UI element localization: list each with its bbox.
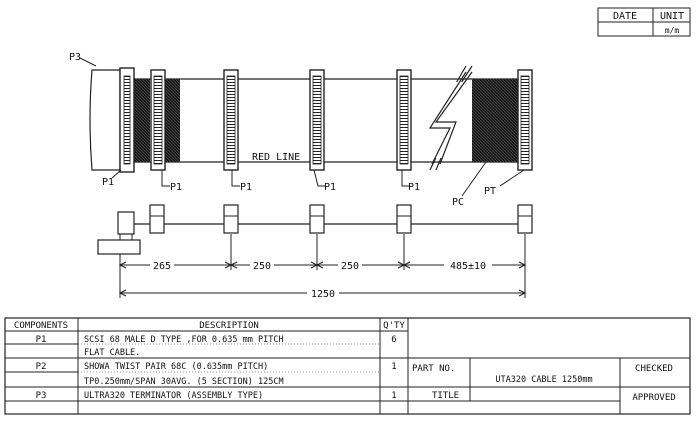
label-p1-d: P1 bbox=[324, 182, 336, 193]
header-components: COMPONENTS bbox=[14, 321, 68, 331]
connector-pt bbox=[517, 69, 533, 171]
side-view bbox=[97, 204, 533, 255]
checked-label: CHECKED bbox=[635, 364, 673, 374]
label-p1-b: P1 bbox=[170, 182, 182, 193]
twisted-section-left-2 bbox=[164, 79, 180, 162]
connector-1 bbox=[150, 69, 166, 171]
components-table bbox=[4, 317, 691, 415]
dim-250-a: 250 bbox=[253, 261, 271, 272]
twisted-section-left bbox=[134, 79, 150, 162]
header-description: DESCRIPTION bbox=[199, 321, 259, 331]
connector-2 bbox=[223, 69, 239, 171]
twisted-section-right bbox=[472, 79, 518, 162]
row-desc-line1: ULTRA320 TERMINATOR (ASSEMBLY TYPE) bbox=[84, 391, 263, 401]
label-pt: PT bbox=[484, 186, 496, 197]
title-label: TITLE bbox=[432, 391, 459, 401]
dim-total: 1250 bbox=[311, 289, 335, 300]
dim-265: 265 bbox=[153, 261, 171, 272]
connector-4 bbox=[396, 69, 412, 171]
row-qty: 1 bbox=[391, 391, 396, 401]
callout-leaders bbox=[111, 161, 525, 197]
label-p1-c: P1 bbox=[240, 182, 252, 193]
connector-3 bbox=[309, 69, 325, 171]
label-p3: P3 bbox=[69, 52, 81, 63]
break-symbol bbox=[424, 65, 473, 171]
row-component: P3 bbox=[36, 391, 47, 401]
row-component: P2 bbox=[36, 362, 47, 372]
row-component: P1 bbox=[36, 335, 47, 345]
row-desc-line1: SCSI 68 MALE D TYPE ,FOR 0.635 mm PITCH bbox=[84, 335, 284, 345]
date-label: DATE bbox=[613, 11, 637, 22]
unit-value: m/m bbox=[665, 26, 680, 35]
header-qty: Q'TY bbox=[383, 321, 405, 331]
part-no-value: UTA320 CABLE 1250mm bbox=[495, 375, 592, 385]
row-desc-line2: TP0.250mm/SPAN 30AVG. (5 SECTION) 125CM bbox=[84, 377, 284, 387]
approved-label: APPROVED bbox=[632, 393, 675, 403]
row-desc-line1: SHOWA TWIST PAIR 68C (0.635mm PITCH) bbox=[84, 362, 268, 372]
label-p1-e: P1 bbox=[408, 182, 420, 193]
row-qty: 1 bbox=[391, 362, 396, 372]
label-p1-a: P1 bbox=[102, 177, 114, 188]
cable-body bbox=[130, 65, 520, 171]
row-qty: 6 bbox=[391, 335, 396, 345]
date-unit-box: DATE UNIT m/m bbox=[597, 7, 691, 37]
dim-250-b: 250 bbox=[341, 261, 359, 272]
terminator-p3 bbox=[79, 57, 135, 173]
dim-485: 485±10 bbox=[450, 261, 486, 272]
label-pc: PC bbox=[452, 197, 464, 208]
row-desc-line2: FLAT CABLE. bbox=[84, 348, 140, 358]
label-red-line: RED LINE bbox=[252, 152, 300, 163]
part-no-label: PART NO. bbox=[412, 364, 455, 374]
unit-label: UNIT bbox=[660, 11, 684, 22]
